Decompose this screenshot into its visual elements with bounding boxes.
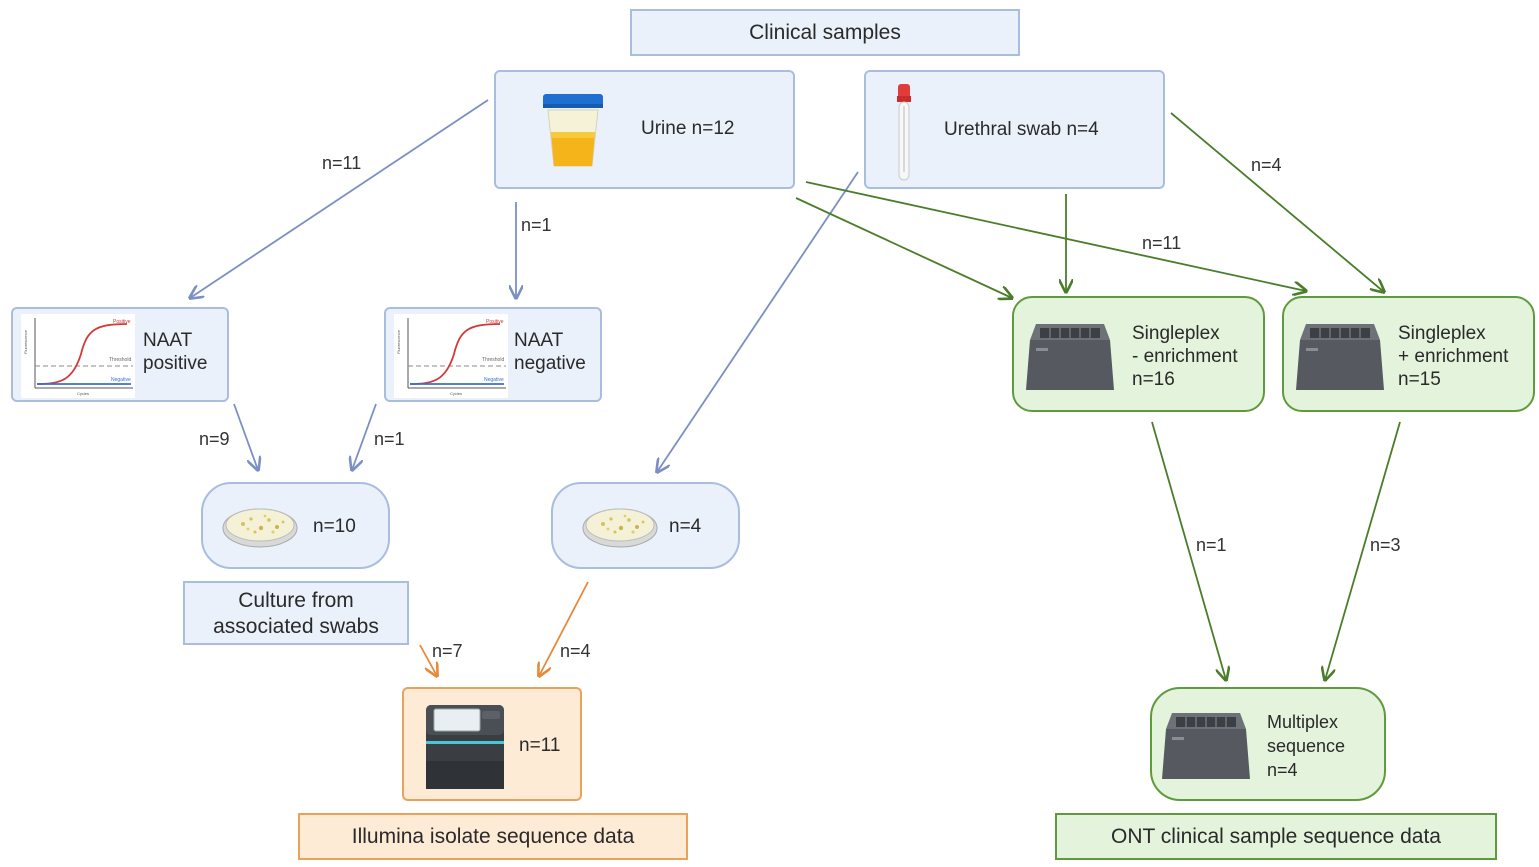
illumina-caption-label: Illumina isolate sequence data — [351, 825, 635, 848]
multiplex-line2: sequence — [1267, 736, 1346, 756]
culture-4-label: n=4 — [669, 516, 702, 537]
singleplex-plus-line2: + enrichment — [1398, 346, 1509, 367]
urethral-swab-label: Urethral swab n=4 — [944, 119, 1099, 140]
arrow-naatneg-culture — [352, 403, 377, 470]
ont-caption-label: ONT clinical sample sequence data — [1111, 825, 1441, 848]
arrow-splus-multiplex — [1325, 421, 1401, 680]
multiplex-line3: n=4 — [1267, 760, 1298, 780]
singleplex-minus-line1: Singleplex — [1132, 323, 1220, 344]
clinical-samples-box: Clinical samples — [630, 9, 1020, 56]
plot-positive-label: Positive — [113, 319, 131, 325]
urine-box: Urine n=12 — [494, 70, 795, 189]
plot-y-axis-label: Fluorescence — [396, 329, 401, 354]
arrow-swab-culture4 — [657, 171, 859, 472]
singleplex-plus-line1: Singleplex — [1398, 323, 1486, 344]
arrow-culture4-illumina — [539, 581, 589, 676]
naat-negative-line2: negative — [514, 353, 586, 374]
urine-cup-icon — [543, 94, 603, 167]
singleplex-minus-line3: n=16 — [1132, 369, 1175, 390]
singleplex-plus-box: Singleplex + enrichment n=15 — [1282, 296, 1535, 412]
ont-caption-box: ONT clinical sample sequence data — [1055, 813, 1497, 860]
plot-x-axis-label: Cycles — [450, 391, 462, 396]
singleplex-minus-box: Singleplex - enrichment n=16 — [1012, 296, 1265, 412]
plot-negative-label: Negative — [484, 377, 504, 383]
edge-label-urine-naatneg: n=1 — [521, 215, 552, 235]
edge-label-urine-splus: n=11 — [1142, 233, 1182, 253]
edge-label-naatpos-culture: n=9 — [199, 429, 230, 449]
illumina-sequencer-icon — [426, 705, 504, 789]
plot-y-axis-label: Fluorescence — [23, 329, 28, 354]
naat-negative-line1: NAAT — [514, 330, 564, 351]
edge-label-culture-illumina: n=7 — [432, 641, 463, 661]
minion-device-icon — [1162, 713, 1250, 779]
plot-threshold-label: Threshold — [482, 357, 504, 363]
naat-positive-box: Positive Threshold Negative Fluorescence… — [11, 307, 229, 402]
urine-label: Urine n=12 — [641, 118, 735, 139]
edge-label-culture4-illumina: n=4 — [560, 641, 591, 661]
illumina-box: n=11 — [402, 687, 582, 801]
plot-negative-label: Negative — [111, 377, 131, 383]
naat-positive-line1: NAAT — [143, 330, 193, 351]
illumina-caption-box: Illumina isolate sequence data — [298, 813, 688, 860]
illumina-count-label: n=11 — [519, 735, 561, 756]
arrow-urine-naat-pos — [190, 99, 489, 298]
arrow-urine-sminus — [795, 197, 1012, 298]
urethral-swab-box: Urethral swab n=4 — [864, 70, 1165, 189]
minion-device-icon — [1296, 324, 1384, 390]
naat-negative-box: Positive Threshold Negative Fluorescence… — [384, 307, 602, 402]
swab-tube-icon — [897, 84, 911, 181]
arrow-urine-splus — [805, 181, 1306, 291]
arrow-sminus-multiplex — [1151, 421, 1226, 680]
edge-label-swab-splus: n=4 — [1251, 155, 1282, 175]
minion-device-icon — [1026, 324, 1114, 390]
multiplex-line1: Multiplex — [1267, 712, 1339, 732]
arrow-naatpos-culture — [233, 403, 258, 470]
culture-4-box: n=4 — [551, 482, 740, 569]
petri-dish-icon — [582, 508, 658, 548]
clinical-samples-title: Clinical samples — [749, 21, 901, 44]
singleplex-plus-line3: n=15 — [1398, 369, 1441, 390]
singleplex-minus-line2: - enrichment — [1132, 346, 1238, 367]
arrow-swab-splus — [1170, 112, 1384, 292]
edge-label-splus-multiplex: n=3 — [1370, 535, 1401, 555]
petri-dish-icon — [222, 508, 298, 548]
edge-label-urine-naatpos: n=11 — [322, 153, 362, 173]
amplification-plot-icon: Positive Threshold Negative Fluorescence… — [394, 314, 508, 398]
plot-threshold-label: Threshold — [109, 357, 131, 363]
culture-10-label: n=10 — [313, 516, 356, 537]
culture-caption-line2: associated swabs — [213, 615, 379, 638]
plot-positive-label: Positive — [486, 319, 504, 325]
edge-label-sminus-multiplex: n=1 — [1196, 535, 1227, 555]
culture-caption-line1: Culture from — [238, 589, 354, 612]
culture-caption-box: Culture from associated swabs — [183, 581, 409, 645]
edge-label-naatneg-culture: n=1 — [374, 429, 405, 449]
plot-x-axis-label: Cycles — [77, 391, 89, 396]
multiplex-box: Multiplex sequence n=4 — [1150, 687, 1386, 801]
naat-positive-line2: positive — [143, 353, 208, 374]
amplification-plot-icon: Positive Threshold Negative Fluorescence… — [21, 314, 135, 398]
arrow-culture-illumina — [419, 644, 437, 676]
culture-10-box: n=10 — [201, 482, 390, 569]
